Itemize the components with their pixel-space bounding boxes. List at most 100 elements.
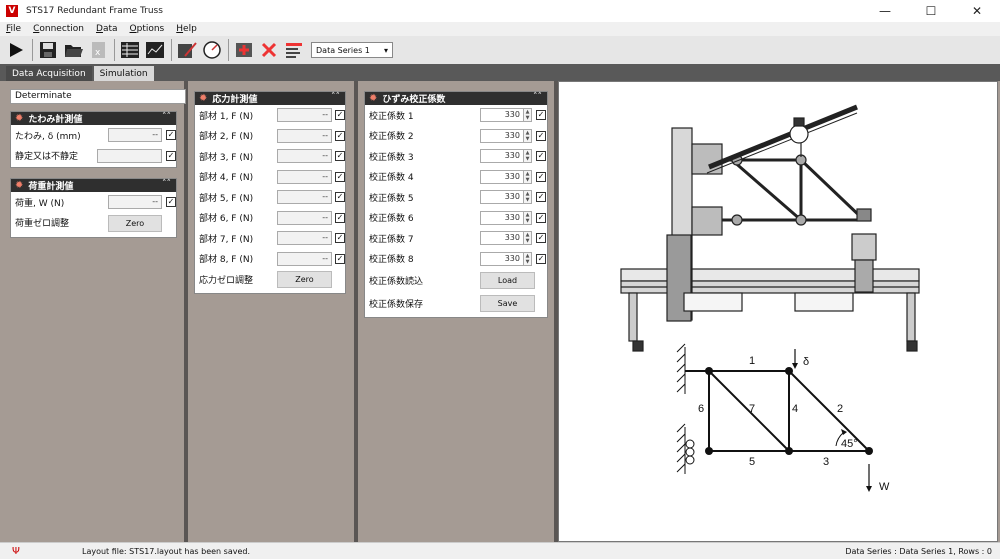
calibration-factor-checkbox[interactable]: ✓ [536, 171, 546, 182]
stress-member-label: 部材 2, F (N) [199, 132, 254, 143]
gauge-button[interactable] [200, 38, 224, 62]
spinner-down-icon[interactable]: ▼ [525, 217, 530, 224]
minimize-button[interactable]: — [879, 4, 891, 18]
tab-data-acquisition[interactable]: Data Acquisition [6, 66, 92, 81]
export-excel-button[interactable]: x [86, 38, 110, 62]
menu-options[interactable]: Options [124, 24, 171, 34]
spinner-up-icon[interactable]: ▲ [525, 129, 530, 136]
stress-member-label: 部材 1, F (N) [199, 111, 254, 122]
spinner-up-icon[interactable]: ▲ [525, 232, 530, 238]
calibration-factor-spinner[interactable]: ▲▼ [523, 108, 532, 122]
spinner-down-icon[interactable]: ▼ [525, 156, 530, 162]
edit-table-button[interactable] [175, 38, 199, 62]
graph-view-button[interactable] [143, 38, 167, 62]
collapse-icon[interactable]: ˄˄ [162, 179, 171, 189]
table-view-button[interactable] [118, 38, 142, 62]
load-panel-header[interactable]: ✹ 荷重計測値 ˄˄ [11, 179, 176, 192]
calibration-factor-spinner[interactable]: ▲▼ [523, 231, 532, 245]
menu-connection[interactable]: Connection [27, 24, 90, 34]
menu-data[interactable]: Data [90, 24, 124, 34]
calibration-save-button[interactable]: Save [480, 295, 535, 312]
stress-zero-button[interactable]: Zero [277, 271, 332, 288]
stress-panel-header[interactable]: ✹ 応力計測値 ˄˄ [195, 92, 345, 105]
load-zero-button[interactable]: Zero [108, 214, 162, 232]
calibration-panel-header[interactable]: ✹ ひずみ校正係数 ˄˄ [365, 92, 547, 105]
calibration-load-button[interactable]: Load [480, 272, 535, 289]
collapse-icon[interactable]: ˄˄ [533, 92, 542, 102]
spinner-up-icon[interactable]: ▲ [525, 150, 530, 156]
edit-table-icon [178, 42, 197, 58]
column-divider[interactable] [354, 81, 358, 542]
calibration-factor-checkbox[interactable]: ✓ [536, 253, 546, 264]
calibration-factor-spinner[interactable]: ▲▼ [523, 149, 532, 163]
stress-member-row: 部材 7, F (N)--✓ [195, 228, 345, 249]
column-divider[interactable] [184, 81, 188, 542]
spinner-up-icon[interactable]: ▲ [525, 109, 530, 115]
calibration-factor-checkbox[interactable]: ✓ [536, 212, 546, 223]
menu-help[interactable]: Help [170, 24, 203, 34]
spinner-down-icon[interactable]: ▼ [525, 135, 530, 142]
stress-member-checkbox[interactable]: ✓ [335, 171, 345, 182]
collapse-icon[interactable]: ˄˄ [162, 112, 171, 122]
calibration-factor-checkbox[interactable]: ✓ [536, 130, 546, 141]
determinacy-checkbox[interactable]: ✓ [166, 150, 176, 161]
calibration-factor-label: 校正係数 1 [369, 111, 414, 122]
calibration-factor-input[interactable]: 330 [480, 251, 524, 266]
deflection-checkbox[interactable]: ✓ [166, 130, 176, 140]
calibration-factor-input[interactable]: 330 [480, 210, 524, 225]
calibration-factor-checkbox[interactable]: ✓ [536, 233, 546, 243]
data-series-select[interactable]: Data Series 1 ▾ [311, 42, 393, 58]
maximize-button[interactable]: ☐ [925, 4, 937, 18]
stress-member-checkbox[interactable]: ✓ [335, 212, 345, 223]
calibration-factor-spinner[interactable]: ▲▼ [523, 251, 532, 266]
spinner-up-icon[interactable]: ▲ [525, 191, 530, 197]
spinner-down-icon[interactable]: ▼ [525, 176, 530, 183]
open-button[interactable] [61, 38, 85, 62]
calibration-factor-spinner[interactable]: ▲▼ [523, 169, 532, 184]
stress-member-checkbox[interactable]: ✓ [335, 130, 345, 141]
stress-zero-row: 応力ゼロ調整 Zero [195, 269, 345, 290]
spinner-up-icon[interactable]: ▲ [525, 170, 530, 177]
calibration-factor-checkbox[interactable]: ✓ [536, 110, 546, 120]
spinner-up-icon[interactable]: ▲ [525, 211, 530, 218]
calibration-factor-input[interactable]: 330 [480, 149, 524, 163]
collapse-icon[interactable]: ˄˄ [331, 92, 340, 102]
spinner-down-icon[interactable]: ▼ [525, 115, 530, 121]
column-divider[interactable] [554, 81, 558, 542]
calibration-load-label: 校正係数読込 [369, 277, 424, 287]
spinner-down-icon[interactable]: ▼ [525, 258, 530, 265]
calibration-factor-input[interactable]: 330 [480, 128, 524, 143]
member-label-1: 1 [749, 355, 755, 367]
deflection-panel-header[interactable]: ✹ たわみ計測値 ˄˄ [11, 112, 176, 125]
calibration-factor-checkbox[interactable]: ✓ [536, 192, 546, 202]
stress-member-row: 部材 8, F (N)--✓ [195, 249, 345, 270]
calibration-factor-spinner[interactable]: ▲▼ [523, 190, 532, 204]
spinner-up-icon[interactable]: ▲ [525, 252, 530, 259]
calibration-factor-input[interactable]: 330 [480, 190, 524, 204]
play-button[interactable] [4, 38, 28, 62]
add-series-button[interactable] [232, 38, 256, 62]
spinner-down-icon[interactable]: ▼ [525, 238, 530, 244]
calibration-factor-input[interactable]: 330 [480, 169, 524, 184]
delete-series-button[interactable] [257, 38, 281, 62]
stress-panel-title: 応力計測値 [212, 95, 258, 105]
save-button[interactable] [36, 38, 60, 62]
calibration-factor-input[interactable]: 330 [480, 108, 524, 122]
load-checkbox[interactable]: ✓ [166, 197, 176, 207]
tab-simulation[interactable]: Simulation [93, 66, 154, 81]
spinner-down-icon[interactable]: ▼ [525, 197, 530, 203]
stress-member-checkbox[interactable]: ✓ [335, 192, 345, 202]
stress-member-checkbox[interactable]: ✓ [335, 253, 345, 264]
menu-file[interactable]: File [0, 24, 27, 34]
calibration-factor-spinner[interactable]: ▲▼ [523, 128, 532, 143]
calibration-factor-label: 校正係数 4 [369, 173, 414, 184]
close-button[interactable]: ✕ [971, 4, 983, 18]
series-list-button[interactable] [282, 38, 306, 62]
calibration-factor-checkbox[interactable]: ✓ [536, 151, 546, 161]
calibration-factor-spinner[interactable]: ▲▼ [523, 210, 532, 225]
status-bar: Ψ Layout file: STS17.layout has been sav… [0, 542, 1000, 559]
stress-member-checkbox[interactable]: ✓ [335, 110, 345, 120]
calibration-factor-input[interactable]: 330 [480, 231, 524, 245]
stress-member-checkbox[interactable]: ✓ [335, 233, 345, 243]
stress-member-checkbox[interactable]: ✓ [335, 151, 345, 161]
